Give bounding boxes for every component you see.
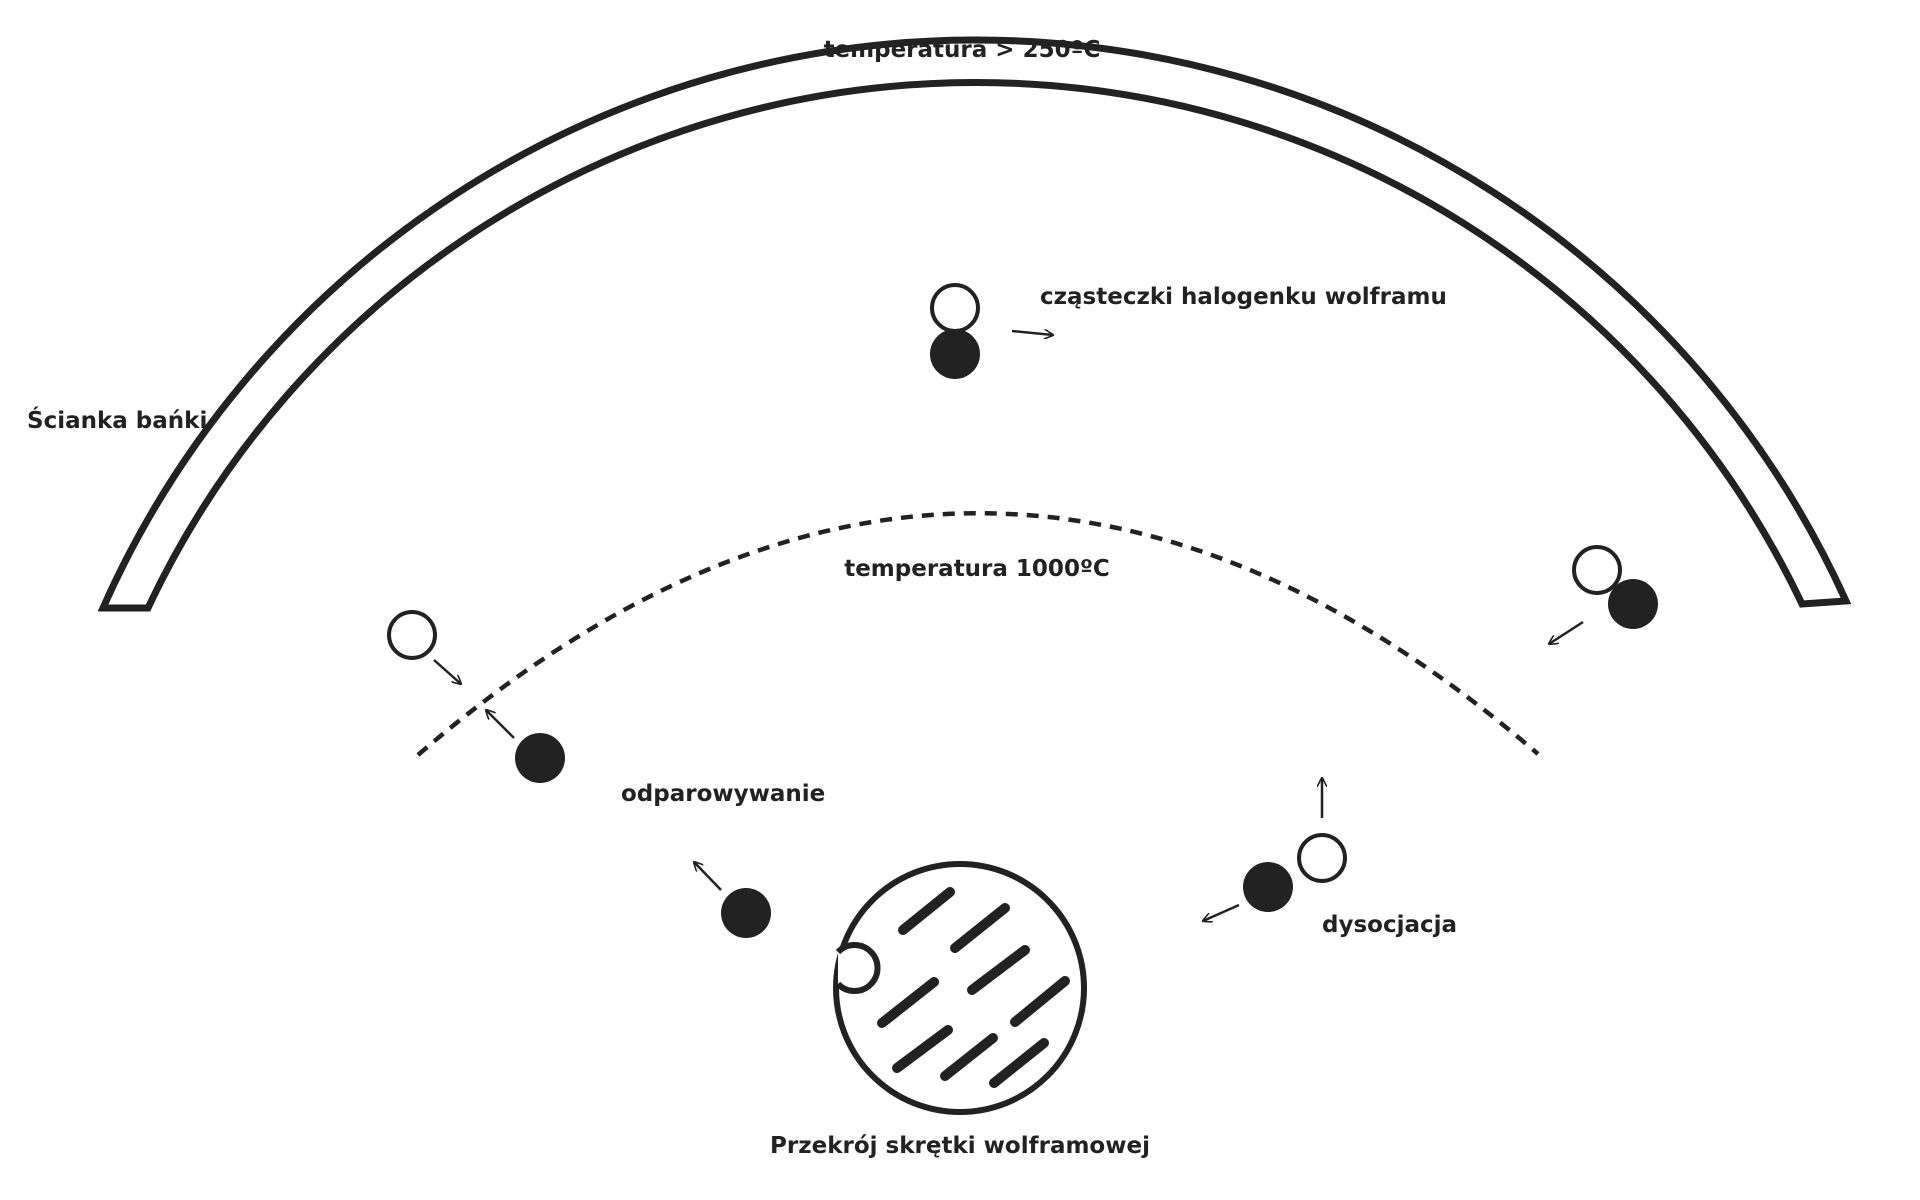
label-inner-temperature: temperatura 1000ºC — [844, 556, 1110, 582]
label-dissociation: dysocjacja — [1322, 912, 1457, 938]
arrow-tungsten-to-boundary — [486, 710, 515, 739]
halogen-atom — [930, 283, 980, 333]
tungsten-atom-left — [515, 733, 565, 783]
tungsten-atom-dissociated — [1243, 862, 1293, 912]
arrow-halide-inward — [1549, 620, 1584, 644]
tungsten-atom — [1608, 579, 1658, 629]
label-filament-cross-section: Przekrój skrętki wolframowej — [770, 1133, 1150, 1159]
filament-cross-section — [833, 861, 1087, 1115]
filament-notch — [835, 942, 881, 994]
arrow-halide-right — [1011, 331, 1053, 335]
arrow-evaporation — [694, 862, 722, 891]
halide-molecule-right — [1572, 545, 1658, 629]
dashed-1000c-boundary — [416, 511, 1540, 757]
label-outer-temperature: temperatura > 250ºC — [824, 37, 1101, 63]
arrow-halogen-to-boundary — [433, 659, 461, 684]
label-bulb-wall: Ścianka bańki — [27, 406, 207, 434]
tungsten-atom-evaporating — [721, 888, 771, 938]
halogen-atom — [1572, 545, 1622, 595]
halogen-atom-left — [387, 610, 437, 660]
halogen-atom-dissociated — [1297, 833, 1347, 883]
label-halide-molecules: cząsteczki halogenku wolframu — [1040, 284, 1447, 310]
bulb-wall — [97, 36, 1852, 612]
tungsten-atom — [930, 329, 980, 379]
label-evaporation: odparowywanie — [621, 781, 825, 807]
arrow-tungsten-to-filament — [1203, 903, 1240, 921]
halide-molecule-top — [930, 283, 980, 379]
